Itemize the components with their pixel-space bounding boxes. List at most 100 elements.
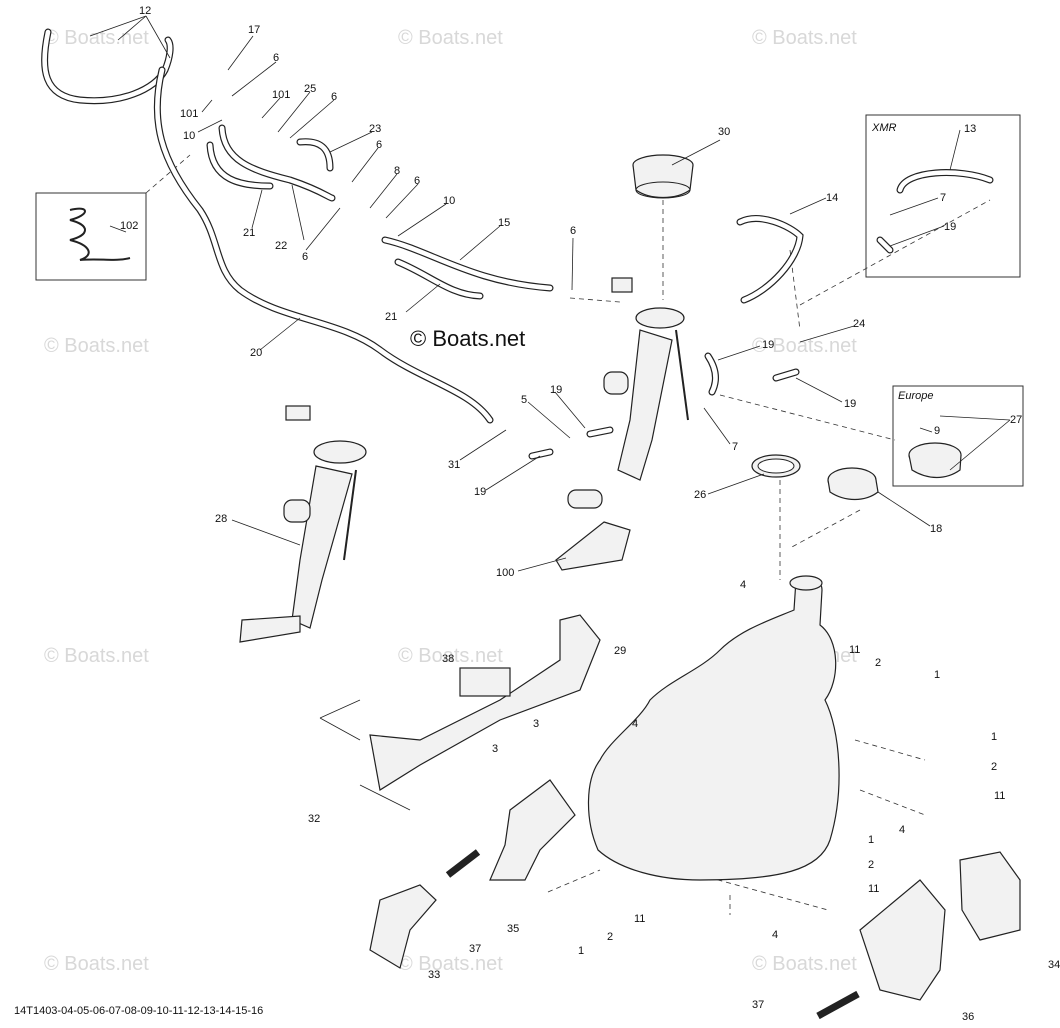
callout-14: 14 bbox=[826, 192, 838, 204]
callout-19: 19 bbox=[844, 398, 856, 410]
callout-17: 17 bbox=[248, 24, 260, 36]
callout-100: 100 bbox=[496, 567, 514, 579]
callout-11: 11 bbox=[849, 644, 860, 656]
callout-34: 34 bbox=[1048, 959, 1060, 971]
watermark: © Boats.net bbox=[44, 953, 149, 975]
callout-102: 102 bbox=[120, 220, 138, 232]
callout-21: 21 bbox=[385, 311, 397, 323]
xmr-inset-box bbox=[865, 114, 1021, 278]
callout-33: 33 bbox=[428, 969, 440, 981]
callout-15: 15 bbox=[498, 217, 510, 229]
callout-3: 3 bbox=[533, 718, 539, 730]
callout-30: 30 bbox=[718, 126, 730, 138]
brand-mark: © Boats.net bbox=[410, 326, 526, 351]
spring-inset-box bbox=[35, 192, 147, 281]
callout-2: 2 bbox=[991, 761, 997, 773]
watermark: © Boats.net bbox=[398, 645, 503, 667]
callout-labels: 12 17 6 101 10 101 25 6 23 6 8 6 10 102 … bbox=[120, 5, 1060, 1023]
watermark: © Boats.net bbox=[44, 27, 149, 49]
drawing-code: 14T1403-04-05-06-07-08-09-10-11-12-13-14… bbox=[14, 1005, 264, 1017]
callout-29: 29 bbox=[614, 645, 626, 657]
callout-101: 101 bbox=[180, 108, 198, 120]
callout-6: 6 bbox=[302, 251, 308, 263]
callout-20: 20 bbox=[250, 347, 262, 359]
callout-6: 6 bbox=[414, 175, 420, 187]
callout-11: 11 bbox=[868, 883, 879, 895]
foam-37a bbox=[445, 849, 481, 878]
callout-13: 13 bbox=[964, 123, 976, 135]
callout-1: 1 bbox=[934, 669, 940, 681]
callout-2: 2 bbox=[875, 657, 881, 669]
callout-23: 23 bbox=[369, 123, 381, 135]
callout-4: 4 bbox=[740, 579, 746, 591]
callout-36: 36 bbox=[962, 1011, 974, 1023]
fuel-pump-module bbox=[555, 277, 689, 571]
callout-6: 6 bbox=[331, 91, 337, 103]
watermark: © Boats.net bbox=[44, 335, 149, 357]
callout-37: 37 bbox=[752, 999, 764, 1011]
callout-26: 26 bbox=[694, 489, 706, 501]
callout-1: 1 bbox=[578, 945, 584, 957]
callout-18: 18 bbox=[930, 523, 942, 535]
callout-3: 3 bbox=[492, 743, 498, 755]
callout-24: 24 bbox=[853, 318, 865, 330]
callout-22: 22 bbox=[275, 240, 287, 252]
callout-6: 6 bbox=[273, 52, 279, 64]
callout-7: 7 bbox=[732, 441, 738, 453]
panel-36 bbox=[859, 879, 946, 1001]
callout-6: 6 bbox=[570, 225, 576, 237]
watermark: © Boats.net bbox=[752, 953, 857, 975]
callout-4: 4 bbox=[899, 824, 905, 836]
europe-inset-box bbox=[892, 385, 1024, 487]
callout-25: 25 bbox=[304, 83, 316, 95]
europe-inset-title: Europe bbox=[898, 390, 933, 402]
watermark: © Boats.net bbox=[752, 27, 857, 49]
callout-11: 11 bbox=[994, 790, 1005, 802]
callout-6: 6 bbox=[376, 139, 382, 151]
locking-ring-30 bbox=[632, 154, 694, 199]
callout-101: 101 bbox=[272, 89, 290, 101]
fuel-tank-29 bbox=[587, 575, 840, 881]
callout-31: 31 bbox=[448, 459, 460, 471]
panel-33 bbox=[369, 884, 437, 969]
hose-20 bbox=[153, 66, 494, 424]
fuel-pump-module-28 bbox=[239, 405, 367, 643]
callout-10: 10 bbox=[443, 195, 455, 207]
hose-23 bbox=[296, 138, 334, 172]
fuel-cap-18 bbox=[827, 467, 879, 501]
bracket-32 bbox=[369, 614, 601, 791]
europe-cap-27 bbox=[908, 442, 962, 479]
callout-38: 38 bbox=[442, 653, 454, 665]
callout-5: 5 bbox=[521, 394, 527, 406]
callout-1: 1 bbox=[991, 731, 997, 743]
callout-37: 37 bbox=[469, 943, 481, 955]
leader-lines bbox=[89, 15, 1011, 572]
callout-7: 7 bbox=[940, 192, 946, 204]
callout-19: 19 bbox=[762, 339, 774, 351]
watermark: © Boats.net bbox=[44, 645, 149, 667]
callout-27: 27 bbox=[1010, 414, 1022, 426]
callout-19: 19 bbox=[550, 384, 562, 396]
callout-28: 28 bbox=[215, 513, 227, 525]
callout-21: 21 bbox=[243, 227, 255, 239]
callout-2: 2 bbox=[607, 931, 613, 943]
watermark: © Boats.net bbox=[752, 335, 857, 357]
callout-11: 11 bbox=[634, 913, 645, 925]
hose-21 bbox=[206, 141, 274, 190]
callout-2: 2 bbox=[868, 859, 874, 871]
spring-102 bbox=[69, 207, 131, 261]
callout-4: 4 bbox=[632, 718, 638, 730]
callout-12: 12 bbox=[139, 5, 151, 17]
callout-4: 4 bbox=[772, 929, 778, 941]
xmr-inset-title: XMR bbox=[871, 122, 897, 134]
watermark: © Boats.net bbox=[398, 953, 503, 975]
callout-19: 19 bbox=[474, 486, 486, 498]
foam-37b bbox=[816, 990, 860, 1020]
callout-35: 35 bbox=[507, 923, 519, 935]
callout-1: 1 bbox=[868, 834, 874, 846]
callout-32: 32 bbox=[308, 813, 320, 825]
callout-19: 19 bbox=[944, 221, 956, 233]
watermark: © Boats.net bbox=[398, 27, 503, 49]
